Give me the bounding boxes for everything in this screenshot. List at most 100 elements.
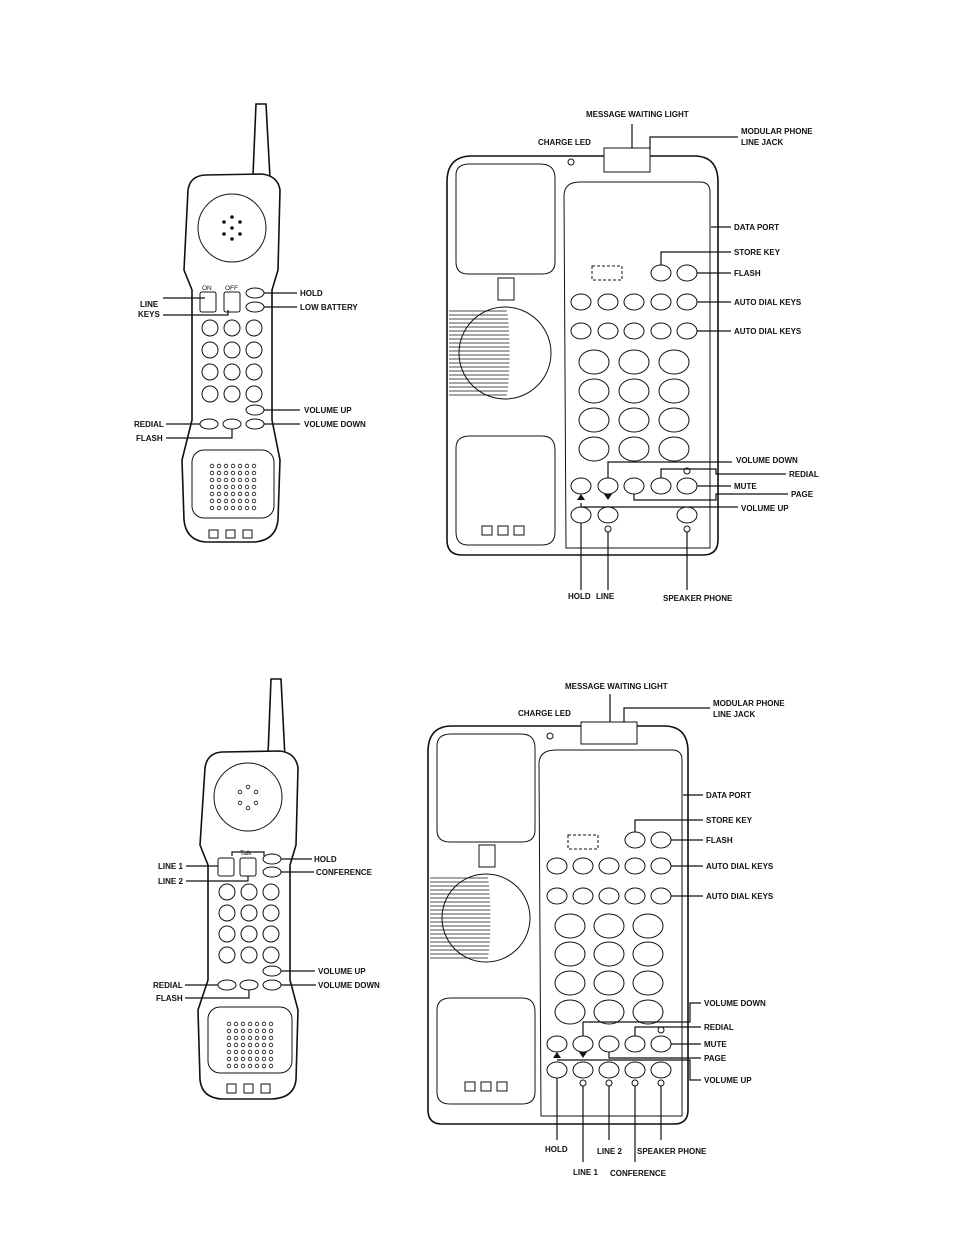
handset-2-antenna xyxy=(267,678,286,759)
base-2-display xyxy=(567,834,599,850)
base-1-charge-led xyxy=(567,158,575,166)
handset-2-line-2-key[interactable] xyxy=(239,857,257,877)
label-line-1: LINE 1 xyxy=(573,1168,598,1177)
label-modular-jack-1: MODULAR PHONE xyxy=(741,127,813,136)
handset-1-antenna xyxy=(252,103,271,179)
handset-1-keypad[interactable] xyxy=(201,319,263,403)
label-volume-up: VOLUME UP xyxy=(741,504,789,513)
base-2-flash-key[interactable] xyxy=(650,831,672,849)
label-volume-up: VOLUME UP xyxy=(304,406,352,415)
label-page: PAGE xyxy=(704,1054,727,1063)
handset-1-off-label: OFF xyxy=(225,285,238,292)
base-1-display xyxy=(591,265,623,281)
handset-2-line-1-key[interactable] xyxy=(217,857,235,877)
base-1: MESSAGE WAITING LIGHT CHARGE LED MODULAR… xyxy=(446,110,819,603)
base-2-switch xyxy=(478,844,496,868)
handset-2-mouthpiece-holes xyxy=(226,1021,274,1069)
base-2-auto-dial-keys[interactable] xyxy=(546,857,672,905)
handset-2-flash-key[interactable] xyxy=(239,979,259,991)
handset-2-volume-up-key[interactable] xyxy=(262,965,282,977)
base-2-store-key[interactable] xyxy=(624,831,646,849)
label-auto-dial-keys-2: AUTO DIAL KEYS xyxy=(706,892,774,901)
label-mute: MUTE xyxy=(704,1040,727,1049)
label-flash: FLASH xyxy=(136,434,163,443)
handset-2-hold-key[interactable] xyxy=(262,853,282,865)
handset-1: ON OFF HOLD LOW BATTERY LINE KEYS VO xyxy=(134,103,366,543)
label-auto-dial-keys-1: AUTO DIAL KEYS xyxy=(706,862,774,871)
label-hold: HOLD xyxy=(300,289,323,298)
base-1-flash-key[interactable] xyxy=(676,264,698,282)
label-speaker-phone: SPEAKER PHONE xyxy=(637,1147,707,1156)
base-1-auto-dial-keys[interactable] xyxy=(570,293,698,340)
label-line: LINE xyxy=(596,592,615,601)
handset-1-mouthpiece-holes xyxy=(209,463,257,511)
label-volume-up: VOLUME UP xyxy=(318,967,366,976)
label-flash: FLASH xyxy=(156,994,183,1003)
label-volume-down: VOLUME DOWN xyxy=(736,456,798,465)
label-modular-jack-1: MODULAR PHONE xyxy=(713,699,785,708)
handset-2-volume-down-key[interactable] xyxy=(262,979,282,991)
base-2-grille xyxy=(430,873,531,963)
label-message-waiting-light: MESSAGE WAITING LIGHT xyxy=(565,682,668,691)
label-data-port: DATA PORT xyxy=(734,223,779,232)
handset-1-volume-down-key[interactable] xyxy=(245,418,265,430)
handset-2-contacts xyxy=(226,1083,271,1094)
handset-1-off-key[interactable] xyxy=(223,291,241,313)
base-2-cradle-top xyxy=(436,733,536,843)
base-1-cradle-bottom xyxy=(455,435,556,546)
label-speaker-phone: SPEAKER PHONE xyxy=(663,594,733,603)
label-store-key: STORE KEY xyxy=(734,248,781,257)
label-charge-led: CHARGE LED xyxy=(518,709,571,718)
handset-1-volume-up-key[interactable] xyxy=(245,404,265,416)
label-volume-down: VOLUME DOWN xyxy=(704,999,766,1008)
handset-2-earpiece xyxy=(213,762,283,832)
label-hold: HOLD xyxy=(314,855,337,864)
label-line-keys-2: KEYS xyxy=(138,310,160,319)
handset-2-conference-key[interactable] xyxy=(262,866,282,878)
base-1-switch xyxy=(497,277,515,301)
label-auto-dial-keys-2: AUTO DIAL KEYS xyxy=(734,327,802,336)
base-2-function-keys[interactable] xyxy=(546,1035,672,1079)
base-1-contacts xyxy=(481,525,525,536)
handset-1-flash-key[interactable] xyxy=(222,418,242,430)
label-modular-jack-2: LINE JACK xyxy=(741,138,783,147)
label-flash: FLASH xyxy=(706,836,733,845)
label-page: PAGE xyxy=(791,490,814,499)
handset-1-on-key[interactable] xyxy=(199,291,217,313)
base-2-keypad[interactable] xyxy=(554,913,664,1025)
label-modular-jack-2: LINE JACK xyxy=(713,710,755,719)
label-auto-dial-keys-1: AUTO DIAL KEYS xyxy=(734,298,802,307)
base-1-store-key[interactable] xyxy=(650,264,672,282)
label-data-port: DATA PORT xyxy=(706,791,751,800)
handset-2-keypad[interactable] xyxy=(218,883,280,964)
label-store-key: STORE KEY xyxy=(706,816,753,825)
label-redial: REDIAL xyxy=(789,470,819,479)
label-hold: HOLD xyxy=(545,1145,568,1154)
handset-2-redial-key[interactable] xyxy=(217,979,237,991)
handset-2-talk-marker: Talk xyxy=(240,850,252,857)
base-1-grille xyxy=(449,306,552,400)
label-charge-led: CHARGE LED xyxy=(538,138,591,147)
base-2-contacts xyxy=(464,1081,508,1092)
label-redial: REDIAL xyxy=(704,1023,734,1032)
label-line-keys-1: LINE xyxy=(140,300,159,309)
label-message-waiting-light: MESSAGE WAITING LIGHT xyxy=(586,110,689,119)
base-2: MESSAGE WAITING LIGHT CHARGE LED MODULAR… xyxy=(427,682,785,1178)
label-conference: CONFERENCE xyxy=(610,1169,667,1178)
handset-1-mouthpiece xyxy=(191,449,275,519)
label-line-1: LINE 1 xyxy=(158,862,183,871)
handset-1-earpiece-holes xyxy=(222,215,242,241)
label-low-battery: LOW BATTERY xyxy=(300,303,358,312)
handset-1-hold-key[interactable] xyxy=(245,287,265,299)
label-conference: CONFERENCE xyxy=(316,868,373,877)
label-volume-down: VOLUME DOWN xyxy=(318,981,380,990)
handset-2: Talk LINE 1 LINE 2 HOLD CONFERENCE xyxy=(153,678,380,1100)
label-redial: REDIAL xyxy=(134,420,164,429)
handset-1-redial-key[interactable] xyxy=(199,418,219,430)
handset-2-earpiece-holes xyxy=(237,784,259,811)
label-hold: HOLD xyxy=(568,592,591,601)
base-2-message-light xyxy=(580,721,638,745)
label-redial: REDIAL xyxy=(153,981,183,990)
base-1-keypad[interactable] xyxy=(578,349,690,462)
